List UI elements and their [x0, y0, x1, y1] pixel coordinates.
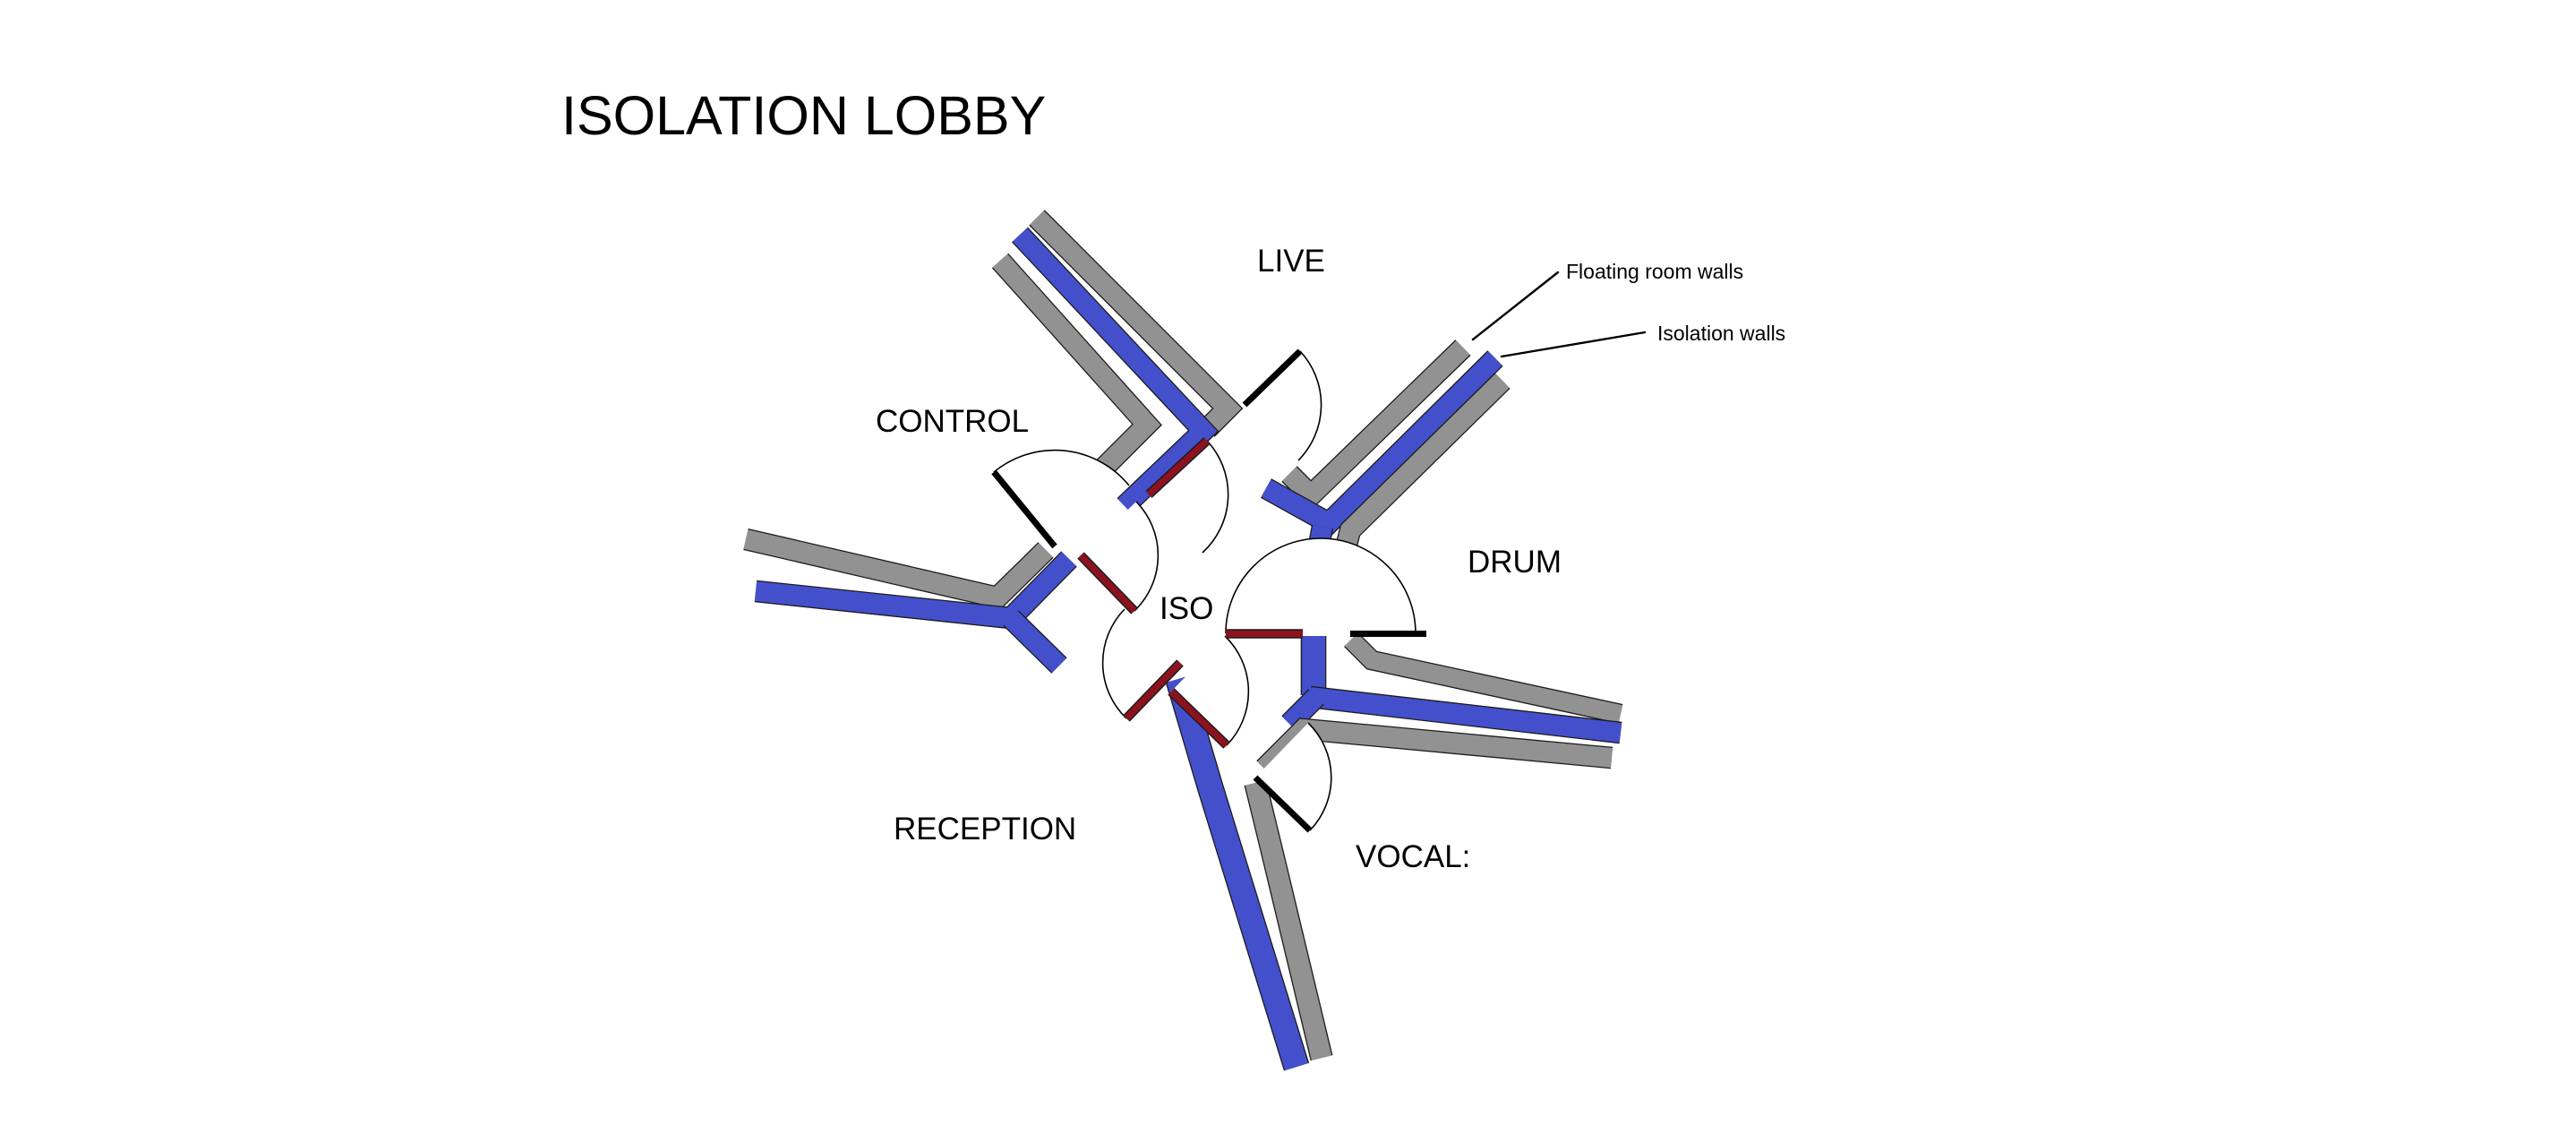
vocal-inner-door-swing	[1171, 636, 1249, 745]
wall-spoke-left	[743, 529, 1077, 674]
annotation-leaders	[1471, 271, 1647, 358]
floating-walls-leader-line	[1471, 271, 1560, 341]
door-leaves	[991, 348, 1426, 833]
room-label-reception: RECEPTION	[894, 812, 1076, 847]
isolation-wall-vocal-jamb	[1282, 690, 1323, 731]
room-label-vocal: VOCAL:	[1356, 839, 1470, 874]
isolation-wall-bottom	[1167, 675, 1308, 1070]
isolation-wall-right	[1308, 687, 1622, 743]
door-swing-lobes	[994, 351, 1416, 830]
live-inner-door-swing	[1149, 441, 1228, 553]
floating-wall-drum-s	[1344, 632, 1623, 723]
wall-spoke-upper-left	[991, 210, 1244, 514]
door-swing-arcs	[993, 350, 1416, 831]
floating-wall-live-nw	[1030, 211, 1242, 436]
control-outer-door-swing	[994, 450, 1129, 546]
live-outer-door-leaf	[1242, 348, 1303, 408]
room-label-control: CONTROL	[876, 404, 1029, 439]
floating-wall-vocal-sw	[1245, 780, 1332, 1061]
vocal-inner-door-leaf	[1168, 689, 1229, 748]
room-label-live: LIVE	[1257, 244, 1325, 279]
isolation-wall-reception-jamb	[1004, 611, 1066, 673]
control-outer-door-leaf	[991, 469, 1057, 549]
isolation-walls-leader-line	[1500, 331, 1647, 358]
isolation-wall-upper-right	[1261, 351, 1502, 536]
room-label-iso: ISO	[1160, 591, 1213, 626]
page-title: ISOLATION LOBBY	[561, 85, 1046, 146]
reception-door-swing	[1102, 609, 1180, 718]
control-inner-door-swing	[1081, 502, 1159, 611]
legend-isolation-walls: Isolation walls	[1657, 322, 1785, 345]
room-label-drum: DRUM	[1468, 545, 1562, 580]
reception-door-leaf	[1124, 660, 1183, 721]
control-inner-door-leaf	[1078, 553, 1137, 614]
vocal-outer-door-leaf	[1253, 775, 1313, 833]
legend-floating-walls: Floating room walls	[1566, 260, 1743, 283]
floating-wall-live-ne	[1282, 340, 1470, 510]
isolation-wall-upper-left	[1012, 228, 1218, 513]
drum-door-swing	[1226, 538, 1416, 633]
floating-wall-control-w	[743, 529, 1053, 609]
floating-wall-drum-nw	[1334, 374, 1510, 558]
wall-spoke-bottom	[1165, 675, 1333, 1071]
live-inner-door-leaf	[1146, 438, 1210, 497]
live-outer-door-swing	[1245, 351, 1322, 460]
vocal-outer-door-swing	[1255, 723, 1331, 830]
